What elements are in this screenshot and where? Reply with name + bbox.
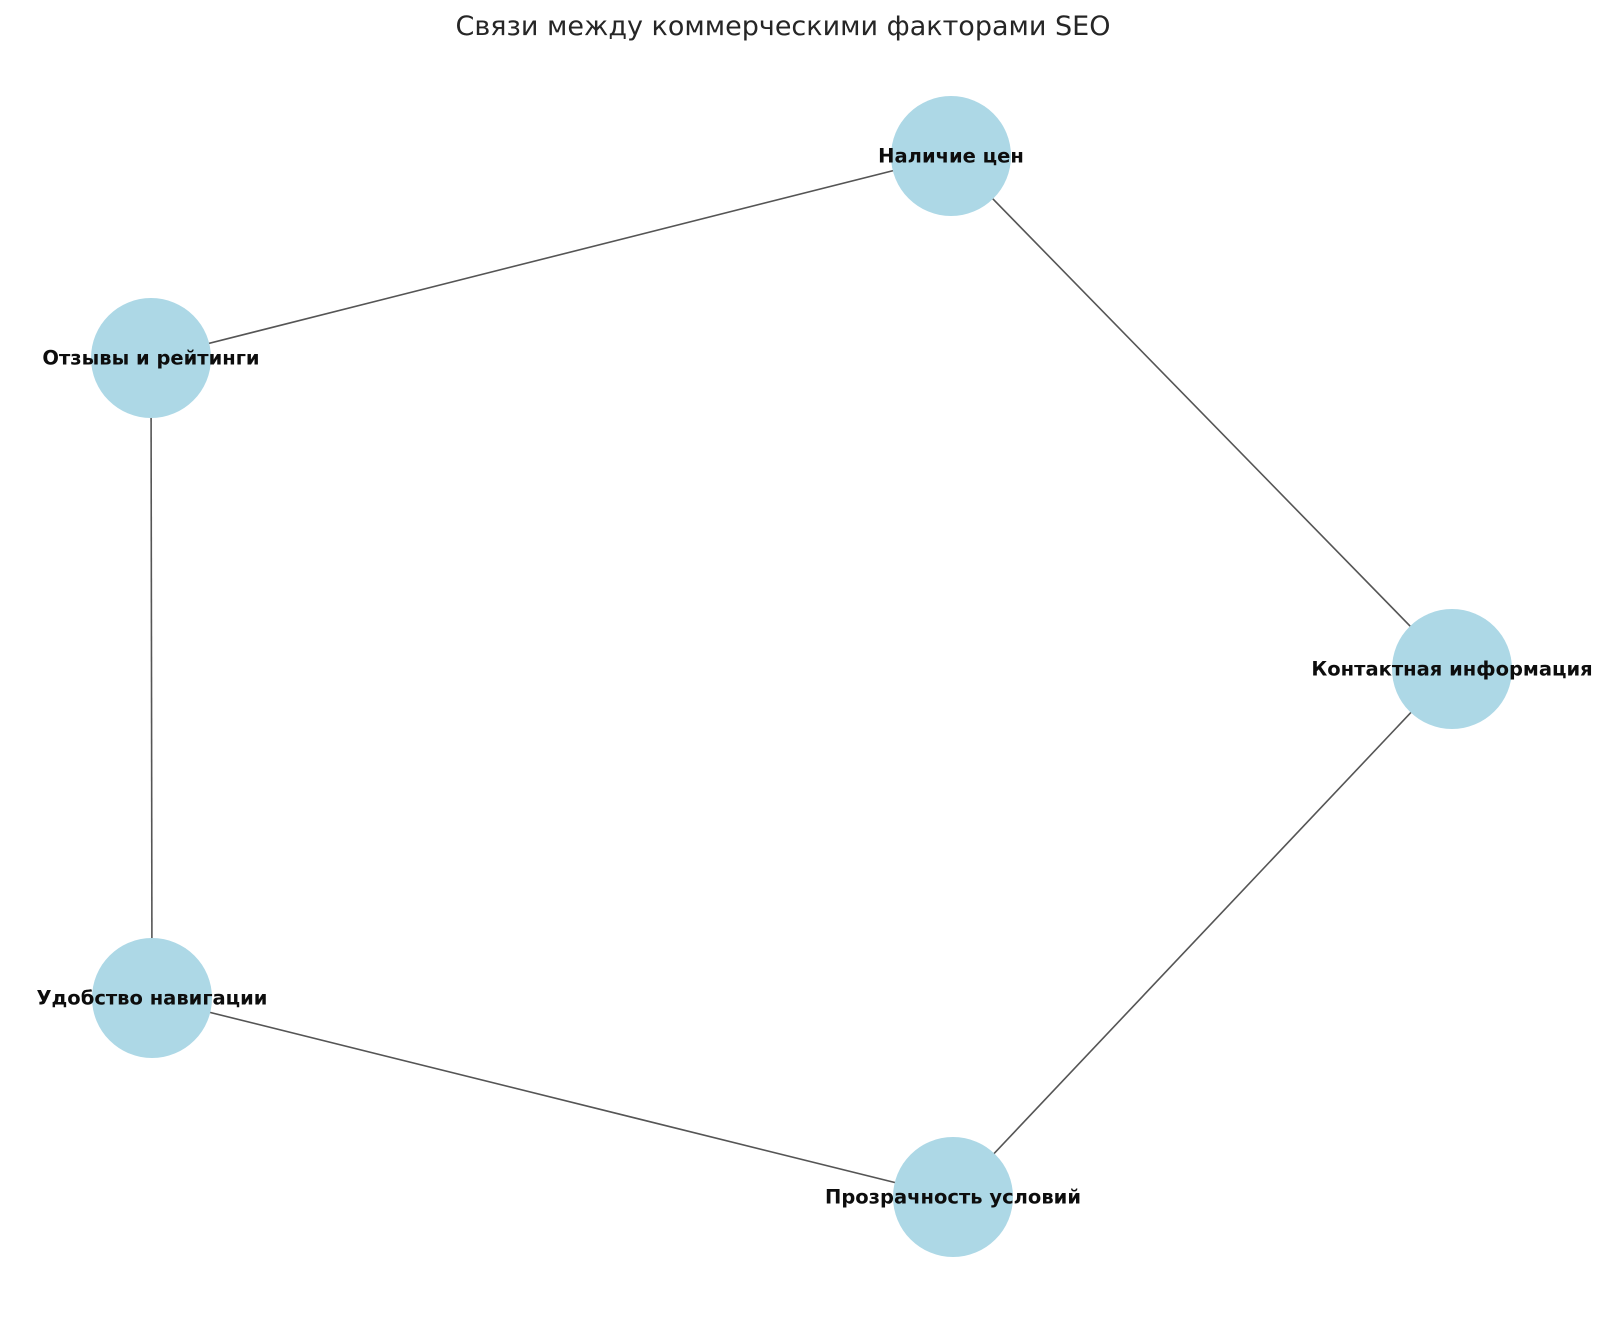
page-title: Связи между коммерческими факторами SEO <box>455 11 1111 42</box>
graph-edge <box>952 668 1453 1198</box>
graph-node-terms[interactable] <box>893 1137 1013 1257</box>
graph-node-prices[interactable] <box>891 96 1011 216</box>
graph-edge <box>950 155 1453 670</box>
graph-node-navigation[interactable] <box>92 938 212 1058</box>
graph-edge <box>151 997 954 1198</box>
graph-edge <box>150 357 153 999</box>
graph-node-reviews[interactable] <box>91 298 211 418</box>
graph-node-contacts[interactable] <box>1392 609 1512 729</box>
graph-edges-layer <box>150 155 1453 1198</box>
graph-nodes-layer <box>91 96 1512 1257</box>
graph-edge <box>150 155 952 359</box>
